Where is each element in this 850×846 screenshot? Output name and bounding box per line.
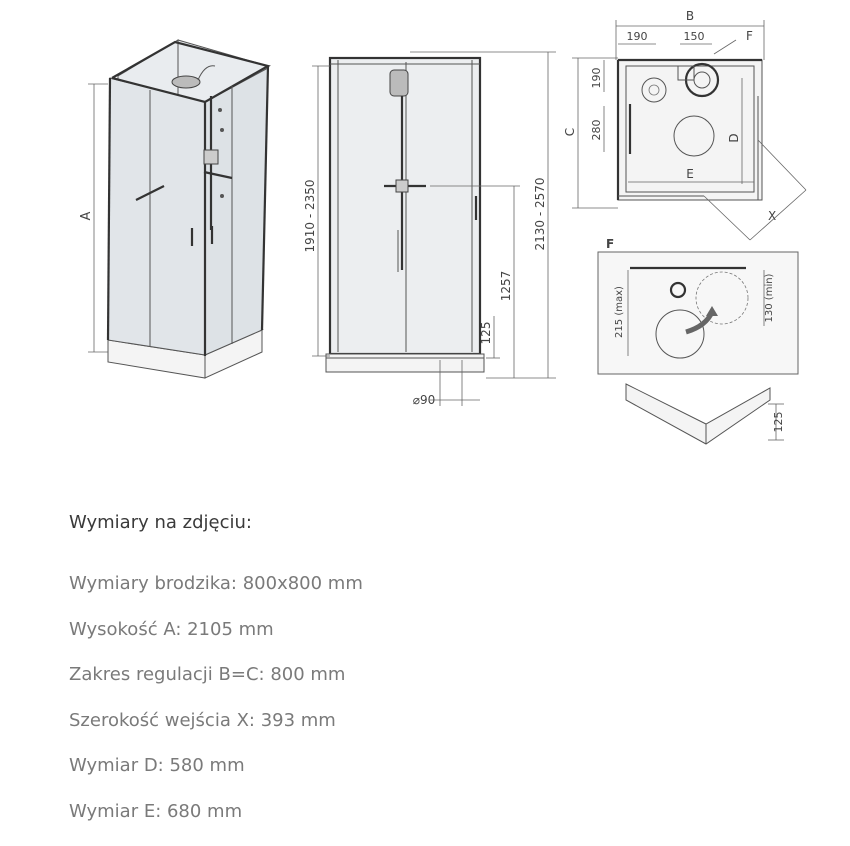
tray-dimensions: Wymiary brodzika: 800x800 mm xyxy=(69,573,363,594)
label-detail-130: 130 (min) xyxy=(764,273,775,322)
label-shower-height: 1257 xyxy=(499,271,513,302)
shower-cabin-technical-drawing: A ⌀90 1910 - 2350 2130 - 2570 xyxy=(79,9,807,445)
label-tray-side-125: 125 xyxy=(772,412,785,433)
label-side-280: 280 xyxy=(590,120,603,141)
label-b: B xyxy=(686,9,694,23)
dimension-e: Wymiar E: 680 mm xyxy=(69,800,243,822)
label-tray-height: 125 xyxy=(479,322,493,345)
front-view: ⌀90 1910 - 2350 2130 - 2570 1257 125 xyxy=(303,51,556,407)
plan-view: B 190 150 F C 190 280 D E X xyxy=(563,9,807,241)
label-top-150: 150 xyxy=(684,30,705,43)
dimensions-list: Wymiary na zdjęciu: Wymiary brodzika: 80… xyxy=(69,508,769,843)
label-d: D xyxy=(727,133,741,142)
label-total-range: 2130 - 2570 xyxy=(533,177,547,250)
label-x: X xyxy=(768,209,776,223)
dimension-d: Wymiar D: 580 mm xyxy=(69,755,245,777)
dimensions-title: Wymiary na zdjęciu: xyxy=(69,512,252,533)
label-detail-215: 215 (max) xyxy=(614,286,625,338)
label-top-190: 190 xyxy=(627,30,648,43)
label-drain: ⌀90 xyxy=(413,393,436,407)
height-a: Wysokość A: 2105 mm xyxy=(69,618,274,640)
label-e: E xyxy=(686,167,694,181)
label-c: C xyxy=(563,128,577,136)
perspective-view: A xyxy=(79,39,271,379)
label-f: F xyxy=(746,29,753,43)
entrance-width-x: Szerokość wejścia X: 393 mm xyxy=(69,709,336,731)
label-f-detail: F xyxy=(606,237,614,251)
adjustment-range-bc: Zakres regulacji B=C: 800 mm xyxy=(69,664,346,686)
label-a: A xyxy=(79,211,94,220)
tray-edge-view: 125 xyxy=(625,383,785,445)
detail-f-view: F 215 (max) 130 (min) xyxy=(597,237,799,375)
label-side-190: 190 xyxy=(590,68,603,89)
label-height-range: 1910 - 2350 xyxy=(303,179,317,252)
